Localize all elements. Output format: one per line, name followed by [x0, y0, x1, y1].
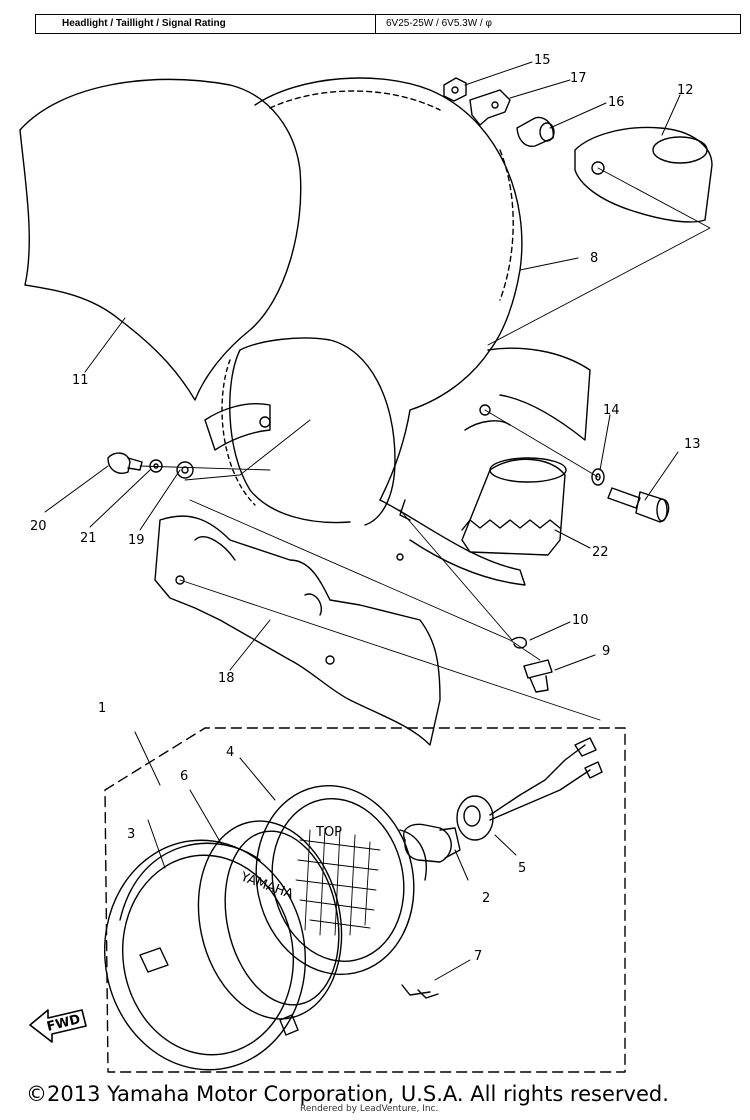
callout-15: 15: [534, 53, 551, 68]
assembly-outline: [104, 727, 626, 1073]
callout-11: 11: [72, 373, 89, 388]
callout-leaders: [44, 61, 681, 981]
part-bulb-socket: [456, 737, 603, 841]
copyright-notice: ©2013 Yamaha Motor Corporation, U.S.A. A…: [26, 1082, 669, 1106]
part-bulb: [403, 823, 461, 863]
callout-10: 10: [572, 613, 589, 628]
part-socket: [461, 457, 567, 556]
callout-4: 4: [226, 745, 234, 760]
callout-14: 14: [603, 403, 620, 418]
part-clip-10: [511, 636, 527, 649]
exploded-guide-lines: [139, 89, 711, 721]
callout-1: 1: [98, 701, 106, 716]
part-sealed-beam: [255, 784, 427, 976]
part-screws-7: [401, 984, 439, 999]
callout-6: 6: [180, 769, 188, 784]
callout-7: 7: [474, 949, 482, 964]
part-mount-clamp: [574, 126, 713, 223]
part-washer-14: [591, 468, 605, 486]
callout-16: 16: [608, 95, 625, 110]
rendered-by-notice: Rendered by LeadVenture, Inc.: [300, 1104, 439, 1114]
part-bracket-plate: [154, 515, 441, 746]
part-small-hardware-top: [443, 77, 555, 147]
rim-marking: YAMAHA: [238, 869, 295, 902]
spec-table: Headlight / Taillight / Signal Rating 6V…: [35, 14, 741, 34]
callout-2: 2: [482, 891, 490, 906]
callout-13: 13: [684, 437, 701, 452]
part-rim: [103, 839, 307, 1071]
callout-18: 18: [218, 671, 235, 686]
part-visor: [19, 78, 302, 401]
part-screw-20: [107, 452, 143, 474]
callout-5: 5: [518, 861, 526, 876]
callout-19: 19: [128, 533, 145, 548]
part-screw-9: [523, 659, 553, 693]
callout-labels: 1 2 3 4 5 6 7 8 9 10 11 12 13 14 15 16 1…: [30, 53, 701, 964]
fwd-arrow-icon: [29, 1009, 87, 1043]
spec-value: 6V25-25W / 6V5.3W / φ: [386, 18, 492, 29]
callout-20: 20: [30, 519, 47, 534]
callout-12: 12: [677, 83, 694, 98]
spec-label: Headlight / Taillight / Signal Rating: [36, 15, 376, 33]
part-cowl: [204, 77, 591, 586]
callout-21: 21: [80, 531, 97, 546]
part-bolt-13: [607, 487, 670, 523]
callout-9: 9: [602, 644, 610, 659]
exploded-parts-diagram: TOP YAMAHA FWD 1 2 3 4 5 6 7 8 9 10 11 1…: [19, 53, 713, 1073]
lens-marking: TOP: [315, 825, 342, 840]
callout-17: 17: [570, 71, 587, 86]
callout-3: 3: [127, 827, 135, 842]
part-inner-ring: [197, 820, 343, 1020]
callout-22: 22: [592, 545, 609, 560]
callout-8: 8: [590, 251, 598, 266]
